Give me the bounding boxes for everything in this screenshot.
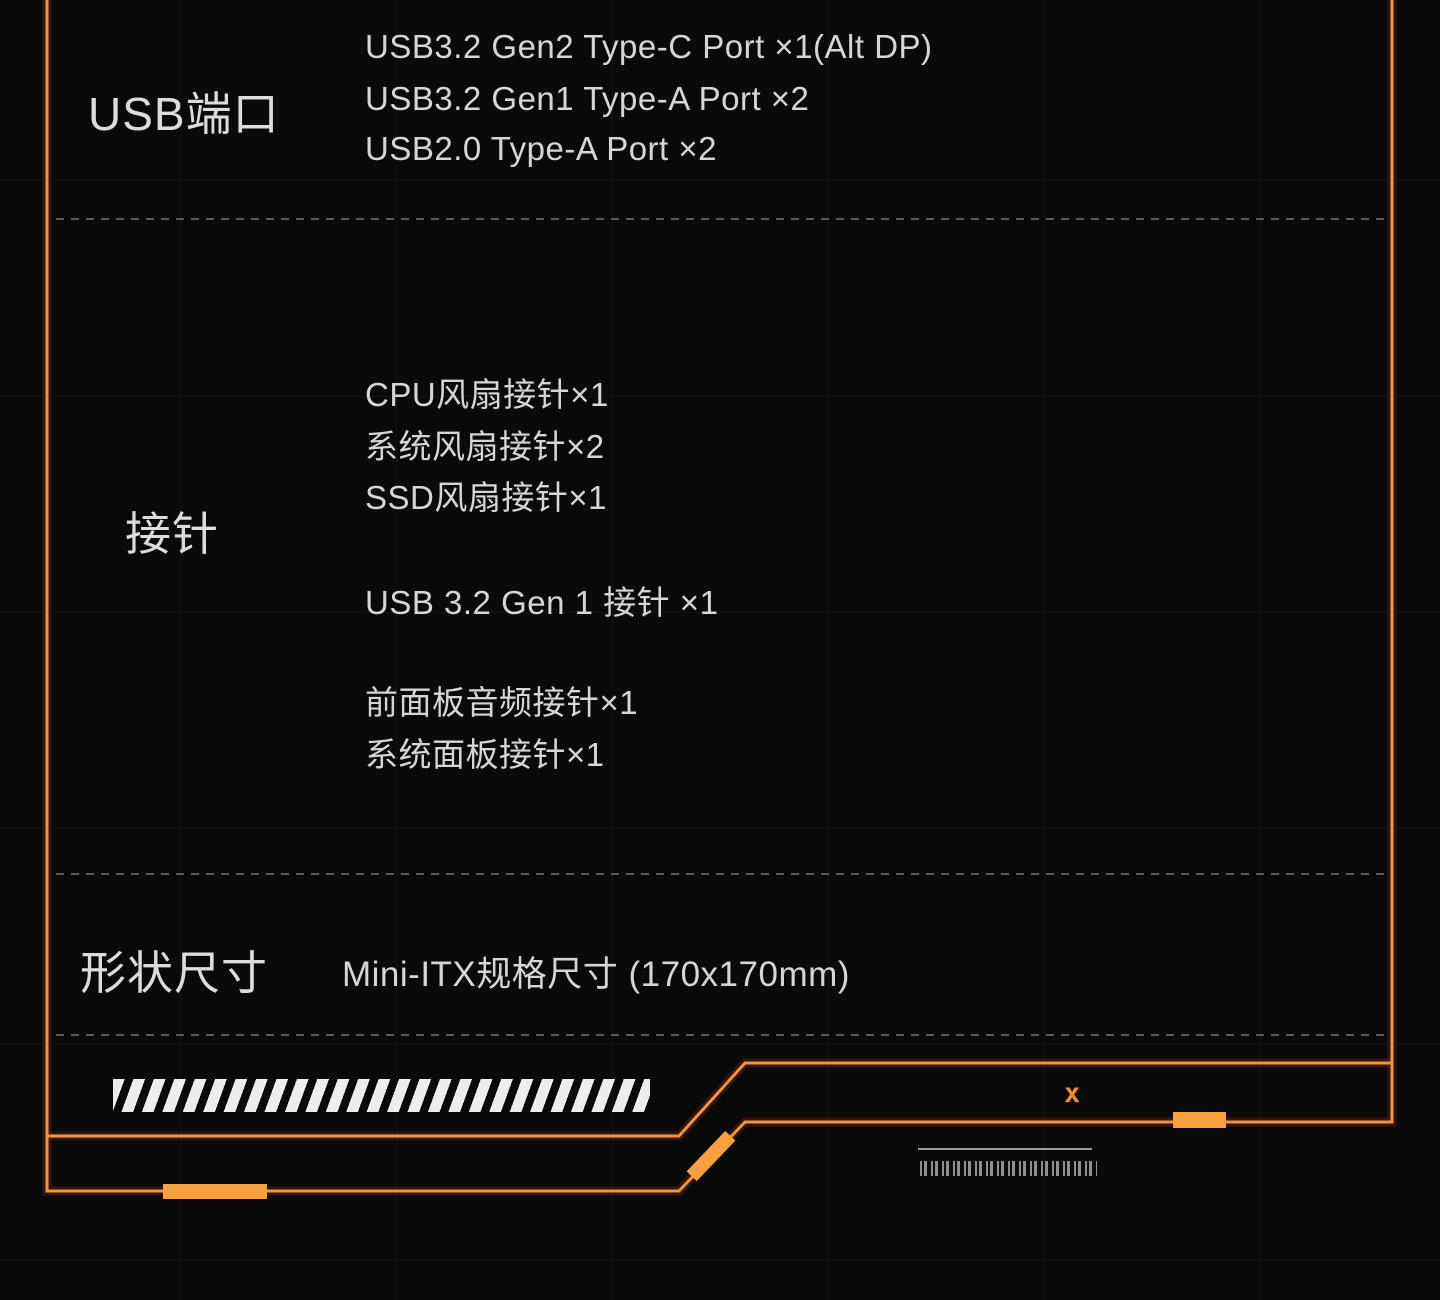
spec-item-header-2: 系统风扇接针×2: [365, 428, 605, 465]
orange-segment-left: [163, 1184, 267, 1199]
orange-segment-diagonal: [686, 1130, 736, 1182]
spec-item-usb-1: USB3.2 Gen2 Type-C Port ×1(Alt DP): [365, 28, 933, 65]
dashed-divider-3: [56, 1034, 1390, 1036]
spec-item-header-3: SSD风扇接针×1: [365, 479, 607, 516]
dashed-divider-2: [56, 873, 1390, 875]
spec-item-header-1: CPU风扇接针×1: [365, 376, 609, 413]
spec-item-header-5: 前面板音频接针×1: [365, 684, 639, 721]
hazard-stripes: [113, 1079, 650, 1112]
spec-item-usb-3: USB2.0 Type-A Port ×2: [365, 130, 718, 167]
orange-segment-right: [1173, 1112, 1226, 1128]
x-mark-icon: x: [1064, 1078, 1081, 1109]
spec-item-form-factor: Mini-ITX规格尺寸 (170x170mm): [342, 955, 850, 994]
spec-item-header-6: 系统面板接针×1: [365, 736, 605, 773]
frame-glow: [42, 0, 1397, 1196]
spec-item-usb-2: USB3.2 Gen1 Type-A Port ×2: [365, 80, 810, 117]
section-label-headers: 接针: [125, 508, 219, 560]
dashed-divider-1: [56, 218, 1390, 220]
section-label-usb-ports: USB端口: [88, 88, 280, 140]
section-label-form-factor: 形状尺寸: [80, 947, 268, 999]
barcode-rule: [918, 1148, 1092, 1150]
frame-middle-line: [47, 1061, 1392, 1138]
barcode-strip: [920, 1161, 1097, 1176]
spec-item-header-4: USB 3.2 Gen 1 接针 ×1: [365, 584, 719, 621]
frame-outline: [45, 0, 1394, 1193]
